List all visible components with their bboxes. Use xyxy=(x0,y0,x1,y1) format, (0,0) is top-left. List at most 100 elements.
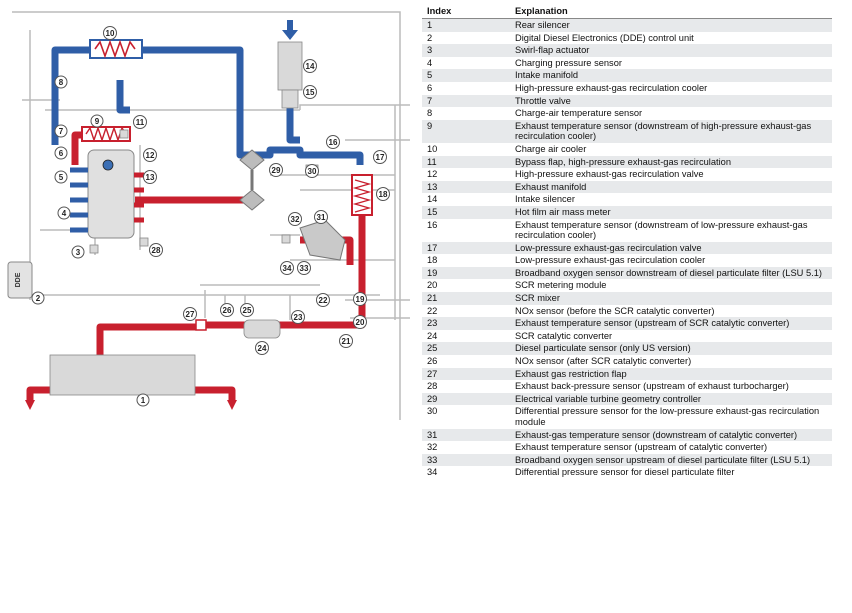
callout-13: 13 xyxy=(143,170,157,184)
callout-28: 28 xyxy=(149,243,163,257)
svg-text:25: 25 xyxy=(243,306,252,315)
row-explanation: SCR metering module xyxy=(515,280,607,291)
engine-system-diagram: DDE 1 2 3 4 5 6 7 8 9 10 11 12 13 14 15 … xyxy=(7,11,410,420)
callout-6: 6 xyxy=(54,146,68,160)
restriction-flap xyxy=(195,319,207,331)
row-index: 34 xyxy=(427,467,438,478)
svg-text:23: 23 xyxy=(294,313,303,322)
svg-text:34: 34 xyxy=(283,264,292,273)
row-explanation: Rear silencer xyxy=(510,18,832,32)
turbo-compressor xyxy=(239,149,265,171)
callouts: 1 2 3 4 5 6 7 8 9 10 11 12 13 14 15 16 1… xyxy=(31,26,390,407)
callout-17: 17 xyxy=(373,150,387,164)
legend-header: Index Explanation xyxy=(422,4,832,19)
svg-text:6: 6 xyxy=(59,149,64,158)
row-index: 20 xyxy=(427,280,438,291)
row-explanation: Intake silencer xyxy=(515,194,575,205)
callout-27: 27 xyxy=(183,307,197,321)
svg-text:2: 2 xyxy=(36,294,41,303)
row-explanation: Bypass flap, high-pressure exhaust-gas r… xyxy=(510,155,832,169)
svg-text:19: 19 xyxy=(356,295,365,304)
row-index: 22 xyxy=(427,305,438,316)
svg-text:28: 28 xyxy=(152,246,161,255)
row-index: 26 xyxy=(427,356,438,367)
svg-text:5: 5 xyxy=(59,173,64,182)
row-index: 33 xyxy=(422,453,510,467)
svg-text:16: 16 xyxy=(329,138,338,147)
callout-19: 19 xyxy=(353,292,367,306)
callout-10: 10 xyxy=(103,26,117,40)
svg-text:32: 32 xyxy=(291,215,300,224)
row-explanation: Low-pressure exhaust-gas recirculation c… xyxy=(515,255,706,266)
row-index: 31 xyxy=(422,428,510,442)
callout-34: 34 xyxy=(280,261,294,275)
row-explanation: NOx sensor (after SCR catalytic converte… xyxy=(515,356,692,367)
row-explanation: Exhaust temperature sensor (downstream o… xyxy=(510,119,832,143)
exhaust-outlet-right xyxy=(227,400,237,410)
row-index: 8 xyxy=(427,108,433,119)
row-explanation: High-pressure exhaust-gas recirculation … xyxy=(515,82,708,93)
bmw-logo xyxy=(102,159,114,171)
callout-8: 8 xyxy=(54,75,68,89)
turbo-turbine xyxy=(239,189,265,211)
row-explanation: Charging pressure sensor xyxy=(515,57,622,68)
callout-9: 9 xyxy=(90,114,104,128)
callout-22: 22 xyxy=(316,293,330,307)
row-index: 12 xyxy=(427,169,438,180)
row-index: 25 xyxy=(422,342,510,356)
svg-text:22: 22 xyxy=(319,296,328,305)
row-index: 5 xyxy=(422,69,510,82)
row-explanation: Exhaust temperature sensor (upstream of … xyxy=(515,442,768,453)
row-index: 28 xyxy=(427,381,438,392)
row-index: 14 xyxy=(427,194,438,205)
row-index: 19 xyxy=(422,266,510,280)
header-explanation: Explanation xyxy=(510,4,832,19)
svg-text:9: 9 xyxy=(95,117,100,126)
row-explanation: Hot film air mass meter xyxy=(510,205,832,219)
svg-text:12: 12 xyxy=(146,151,155,160)
svg-text:3: 3 xyxy=(76,248,81,257)
row-explanation: Differential pressure sensor for the low… xyxy=(515,406,820,427)
row-explanation: SCR catalytic converter xyxy=(515,330,613,341)
svg-text:10: 10 xyxy=(106,29,115,38)
row-index: 11 xyxy=(422,155,510,169)
svg-text:1: 1 xyxy=(141,396,146,405)
table-row: 14 Intake silencer xyxy=(422,193,832,206)
callout-24: 24 xyxy=(255,341,269,355)
callout-1: 1 xyxy=(136,393,150,407)
dpf-pressure-sensor xyxy=(281,234,291,244)
callout-15: 15 xyxy=(303,85,317,99)
bypass-flap xyxy=(119,129,129,139)
table-row: 20 SCR metering module xyxy=(422,279,832,292)
row-explanation: Digital Diesel Electronics (DDE) control… xyxy=(515,32,694,43)
callout-3: 3 xyxy=(71,245,85,259)
callout-23: 23 xyxy=(291,310,305,324)
callout-26: 26 xyxy=(220,303,234,317)
table-row: 26 NOx sensor (after SCR catalytic conver… xyxy=(422,355,832,368)
back-pressure-sensor xyxy=(139,237,149,247)
row-index: 21 xyxy=(422,292,510,305)
row-explanation: Broadband oxygen sensor downstream of di… xyxy=(510,266,832,280)
dde-label: DDE xyxy=(15,272,22,287)
signal-wiring xyxy=(12,11,410,420)
row-explanation: Throttle valve xyxy=(510,94,832,108)
svg-text:8: 8 xyxy=(59,78,64,87)
svg-text:7: 7 xyxy=(59,127,64,136)
